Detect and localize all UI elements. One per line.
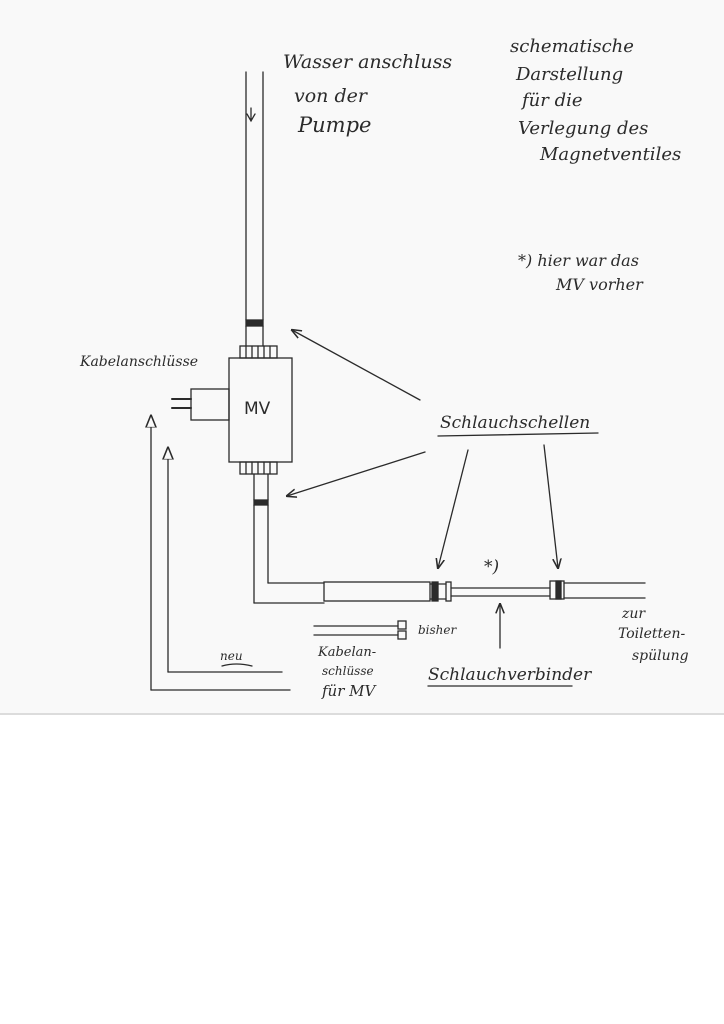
cable-connections-label: Kabelanschlüsse <box>79 354 198 370</box>
water-inlet-label-line2: von der <box>294 85 369 107</box>
inlet-pipe <box>245 71 264 321</box>
clamp-arrow-toilet <box>543 444 558 568</box>
hose-segment <box>323 581 452 602</box>
toilet-hose <box>549 580 646 600</box>
water-inlet-label-line1: Wasser anschluss <box>283 51 452 73</box>
clamp-band <box>431 581 439 602</box>
valve-label: MV <box>244 399 271 419</box>
footnote-line2: MV vorher <box>555 275 644 294</box>
cable-connections-mv-line1: Kabelan- <box>317 645 376 660</box>
cable-connections-mv-line2: schlüsse <box>322 664 374 678</box>
water-inlet-label-line3: Pumpe <box>297 113 371 137</box>
toilet-flush-line3: spülung <box>632 648 689 664</box>
title-line5: Magnetventiles <box>539 144 681 165</box>
toilet-flush-line1: zur <box>621 606 646 622</box>
flow-direction-arrow <box>246 107 256 123</box>
clamp-arrow-connector <box>438 449 469 568</box>
toilet-flush-line2: Toiletten- <box>618 626 685 642</box>
paper-sheet <box>0 0 724 714</box>
valve-installation-diagram: Wasser anschluss von der Pumpe schematis… <box>79 36 689 700</box>
clamp-arrow-lower <box>287 451 426 496</box>
title-line1: schematische <box>510 36 634 57</box>
new-underline <box>221 663 253 667</box>
lower-hose-clamp <box>239 461 278 506</box>
hose-clamps-label: Schlauchschellen <box>440 413 590 433</box>
previous-valve-position <box>450 587 551 597</box>
previously-label: bisher <box>418 623 458 637</box>
clamp-band <box>555 580 562 600</box>
magnet-valve <box>171 357 293 463</box>
cable-connections-mv-line3: für MV <box>321 682 378 700</box>
valve-connector-housing <box>190 388 230 421</box>
title-line2: Darstellung <box>515 64 623 85</box>
previous-position-mark: *) <box>484 557 499 577</box>
clamp-arrow-upper <box>292 330 421 401</box>
cable-lead-previous <box>313 620 407 640</box>
hose-clamps-underline <box>437 432 599 437</box>
hose-connector-label: Schlauchverbinder <box>428 665 592 685</box>
title-line3: für die <box>520 90 583 111</box>
cable-lead-new-inner <box>168 448 283 673</box>
outlet-pipe <box>253 504 325 604</box>
title-line4: Verlegung des <box>518 118 648 139</box>
upper-hose-clamp <box>239 319 278 359</box>
new-label: neu <box>220 649 243 663</box>
cable-lead-new-outer <box>151 416 291 691</box>
footnote-line1: *) hier war das <box>518 251 639 270</box>
paper-edge <box>0 713 724 715</box>
